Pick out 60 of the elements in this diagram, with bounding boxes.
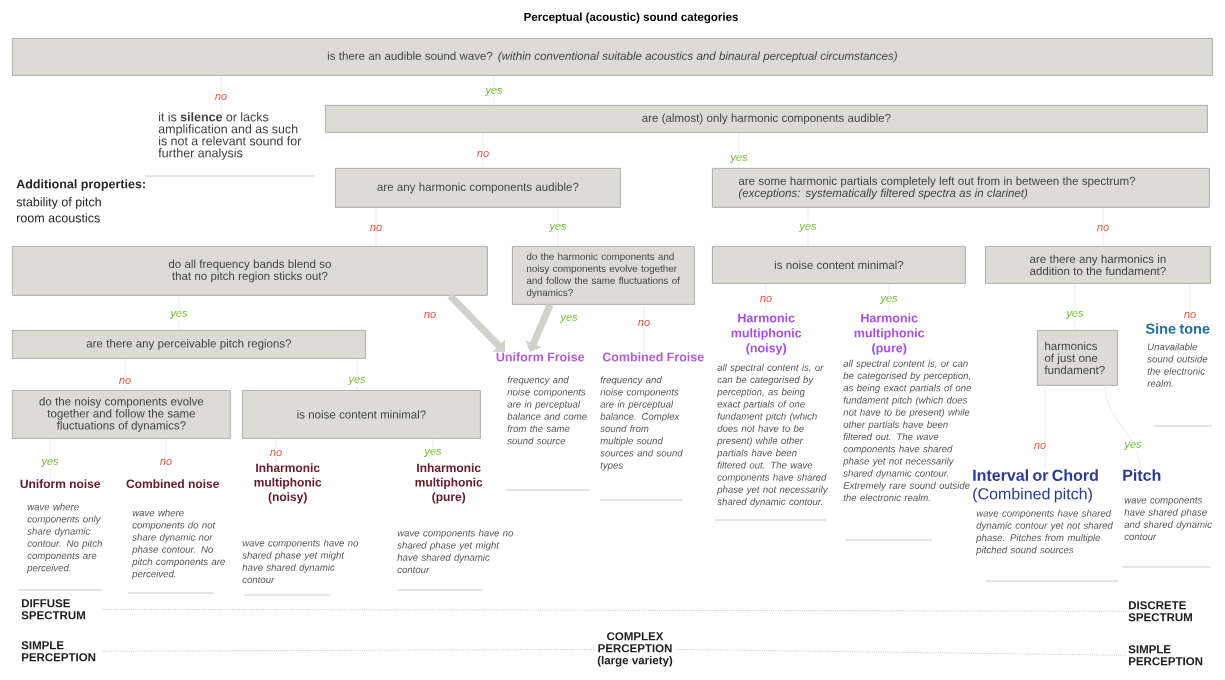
question-box: do the harmonic components and noisy components evolve together and follow the same fluctuations of dynamics?	[512, 246, 695, 305]
scale-label: SIMPLE PERCEPTION	[1128, 645, 1203, 666]
question-box: is noise content minimal?	[712, 246, 966, 284]
category-entry: Inharmonic multiphonic (pure) wave components have no shared phase yet might have shared dynamic contour	[397, 463, 514, 574]
scale-label: COMPLEX PERCEPTION (large variety)	[597, 632, 673, 667]
edge-label: no	[475, 150, 491, 158]
question-box: harmonics of just one fundament?	[1037, 330, 1118, 386]
edge-label: no	[368, 224, 384, 232]
side-note: stability of pitch	[16, 197, 101, 209]
side-note: Additional properties:	[16, 179, 145, 191]
category-entry: Combined noise wave where components do not share dynamic nor phase contour. No pitch components are perceived.	[126, 479, 225, 580]
edge-label: no	[158, 458, 174, 466]
note-text: it is silence or lacks amplification and as such is not a relevant sound for further analysis	[158, 112, 302, 160]
question-box: are any harmonic components audible?	[335, 168, 621, 208]
edge-label: no	[1095, 224, 1111, 232]
edge-label: no	[1182, 311, 1198, 319]
edge-label: yes	[559, 313, 579, 325]
edge-label: no	[213, 93, 229, 101]
question-box: is noise content minimal?	[242, 390, 481, 439]
edge-label: yes	[798, 222, 818, 234]
edge-label: yes	[1123, 440, 1143, 452]
connector-line	[1104, 385, 1141, 470]
edge-label: yes	[1065, 309, 1085, 321]
category-entry: Uniform Froise frequency and noise components are in perceptual balance and come from the same sound source	[496, 352, 587, 445]
block-arrow	[447, 293, 505, 352]
edge-label: yes	[484, 86, 504, 98]
category-entry: Harmonic multiphonic (pure) all spectral content is, or can be categorised by perception, as being exact partials of one fundament pitch (which does not have to be present) while other partials have been filtered out. The wave components have shared phase yet not necessarily shared dynamic contour. Extremely rare sound outside the electronic realm.	[843, 313, 972, 502]
category-entry: Sine tone Unavailable sound outside the electronic realm.	[1145, 323, 1210, 387]
category-entry: Interval or Chord (Combined pitch) wave components have shared dynamic contour yet not shared phase. Pitches from multiple pitched sound sources	[973, 469, 1114, 556]
category-entry: Harmonic multiphonic (noisy) all spectral content is, or can be categorised by perception, as being exact partials of one fundament pitch (which does not have to be present) while other partials have been filtered out. The wave components have shared phase yet not necessarily shared dynamic contour.	[716, 313, 828, 507]
edge-label: no	[1032, 442, 1048, 450]
scale-line	[675, 649, 1128, 656]
scale-label: SIMPLE PERCEPTION	[21, 641, 96, 662]
edge-label: no	[268, 449, 284, 457]
category-entry: Uniform noise wave where components only share dynamic contour. No pitch components are perceived.	[20, 479, 102, 574]
edge-label: yes	[729, 153, 749, 165]
title: Perceptual (acoustic) sound categories	[524, 12, 738, 24]
question-box: do the noisy components evolve together and follow the same fluctuations of dynamics?	[12, 390, 231, 439]
edge-label: yes	[40, 457, 60, 469]
edge-label: yes	[169, 309, 189, 321]
scale-label: DIFFUSE SPECTRUM	[21, 599, 85, 620]
edge-label: no	[758, 295, 774, 303]
scale-label: DISCRETE SPECTRUM	[1128, 601, 1192, 622]
edge-label: yes	[879, 294, 899, 306]
edge-label: no	[117, 377, 133, 385]
edge-label: yes	[423, 447, 443, 459]
edge-label: yes	[347, 375, 367, 387]
category-entry: Combined Froise frequency and noise components are in perceptual balance. Complex sound from multiple sound sources and sound types	[600, 352, 704, 471]
question-box: are there any perceivable pitch regions?	[12, 330, 366, 359]
edge-label: yes	[548, 222, 568, 234]
question-box: do all frequency bands blend so that no pitch region sticks out?	[12, 246, 488, 296]
category-entry: Inharmonic multiphonic (noisy) wave components have no shared phase yet might have shared dynamic contour	[242, 463, 359, 584]
question-box: are (almost) only harmonic components audible?	[325, 105, 1208, 133]
question-box: are some harmonic partials completely left out from in between the spectrum? (exceptions: systematically filtered spectra as in clarinet)	[712, 168, 1210, 208]
edge-label: no	[636, 319, 652, 327]
question-box: are there any harmonics in addition to the fundament?	[985, 246, 1211, 284]
edge-label: no	[422, 311, 438, 319]
category-entry: Pitch wave components have shared phase and shared dynamic contour	[1123, 469, 1212, 541]
side-note: room acoustics	[17, 213, 100, 223]
question-box: is there an audible sound wave? (within conventional suitable acoustics and binaural perceptual circumstances)	[12, 38, 1213, 76]
